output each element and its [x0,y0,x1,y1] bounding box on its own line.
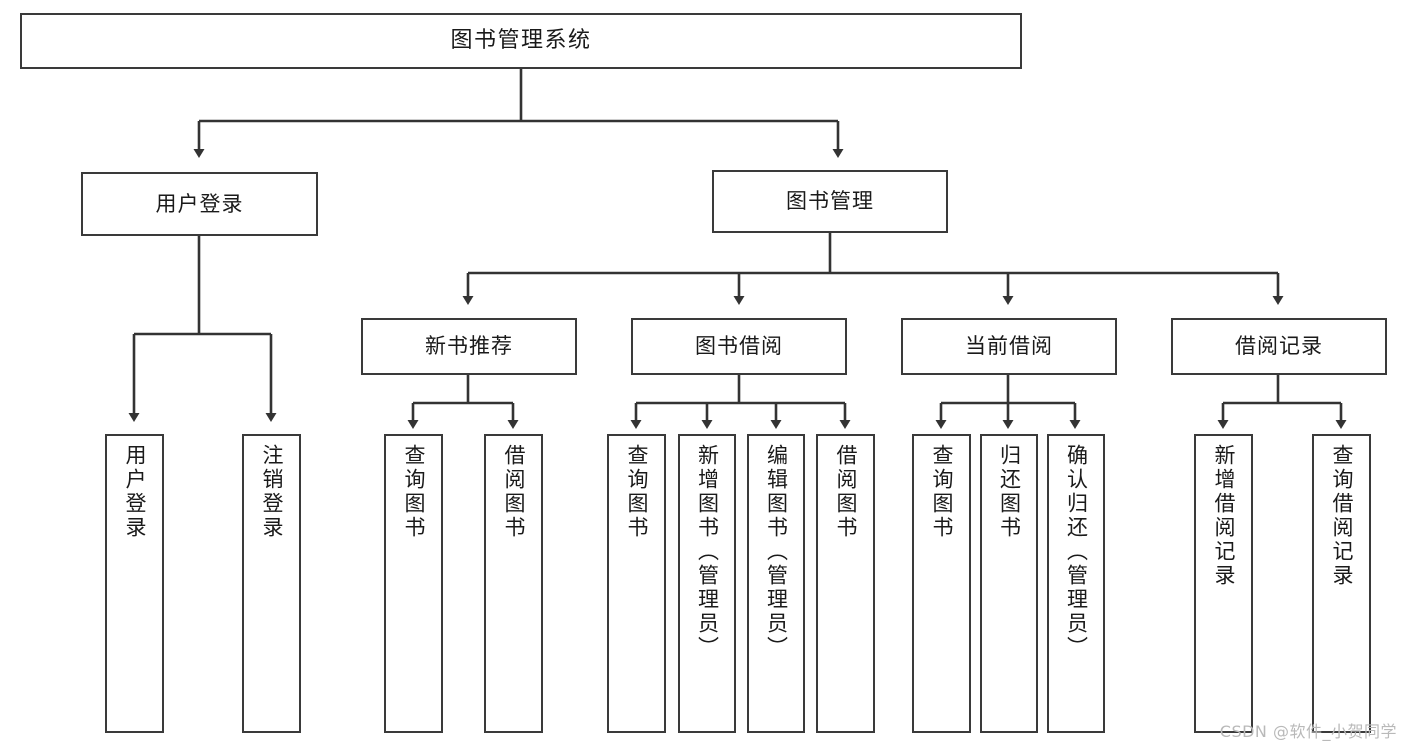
node-leaf-query-book-3-label: 查询图书 [930,444,954,540]
node-leaf-query-record[interactable]: 查询借阅记录 [1312,434,1371,733]
node-leaf-query-book-1[interactable]: 查询图书 [384,434,443,733]
node-new-book-rec-label: 新书推荐 [425,334,513,359]
node-leaf-borrow-book-2-label: 借阅图书 [834,444,858,540]
node-leaf-logout-label: 注销登录 [260,444,284,540]
node-leaf-query-record-label: 查询借阅记录 [1330,444,1354,588]
node-leaf-query-book-1-label: 查询图书 [402,444,426,540]
node-root[interactable]: 图书管理系统 [20,13,1022,69]
node-leaf-edit-book-label: 编辑图书（管理员） [764,444,789,660]
node-borrow-record[interactable]: 借阅记录 [1171,318,1387,375]
watermark: CSDN @软件_小贺同学 [1219,722,1397,741]
node-leaf-query-book-3[interactable]: 查询图书 [912,434,971,733]
node-leaf-logout[interactable]: 注销登录 [242,434,301,733]
node-user-login-label: 用户登录 [155,191,244,216]
node-leaf-borrow-book-2[interactable]: 借阅图书 [816,434,875,733]
node-leaf-add-book-label: 新增图书（管理员） [695,444,720,660]
node-book-borrow[interactable]: 图书借阅 [631,318,847,375]
node-borrow-record-label: 借阅记录 [1235,334,1323,359]
node-leaf-borrow-book-1[interactable]: 借阅图书 [484,434,543,733]
node-leaf-add-record-label: 新增借阅记录 [1212,444,1236,588]
node-root-label: 图书管理系统 [450,28,592,54]
node-user-login[interactable]: 用户登录 [81,172,318,236]
node-leaf-user-login[interactable]: 用户登录 [105,434,164,733]
node-leaf-confirm-return[interactable]: 确认归还（管理员） [1047,434,1105,733]
node-leaf-query-book-2-label: 查询图书 [625,444,649,540]
node-leaf-query-book-2[interactable]: 查询图书 [607,434,666,733]
node-leaf-add-record[interactable]: 新增借阅记录 [1194,434,1253,733]
node-current-borrow[interactable]: 当前借阅 [901,318,1117,375]
node-leaf-return-book-label: 归还图书 [997,444,1022,540]
node-current-borrow-label: 当前借阅 [965,334,1053,359]
node-book-borrow-label: 图书借阅 [695,334,783,359]
node-leaf-borrow-book-1-label: 借阅图书 [502,444,526,540]
node-leaf-user-login-label: 用户登录 [123,444,147,540]
node-book-manage[interactable]: 图书管理 [712,170,948,233]
node-leaf-confirm-return-label: 确认归还（管理员） [1064,444,1089,660]
node-leaf-edit-book[interactable]: 编辑图书（管理员） [747,434,805,733]
node-book-manage-label: 图书管理 [786,189,874,214]
node-leaf-add-book[interactable]: 新增图书（管理员） [678,434,736,733]
node-leaf-return-book[interactable]: 归还图书 [980,434,1038,733]
node-new-book-rec[interactable]: 新书推荐 [361,318,577,375]
